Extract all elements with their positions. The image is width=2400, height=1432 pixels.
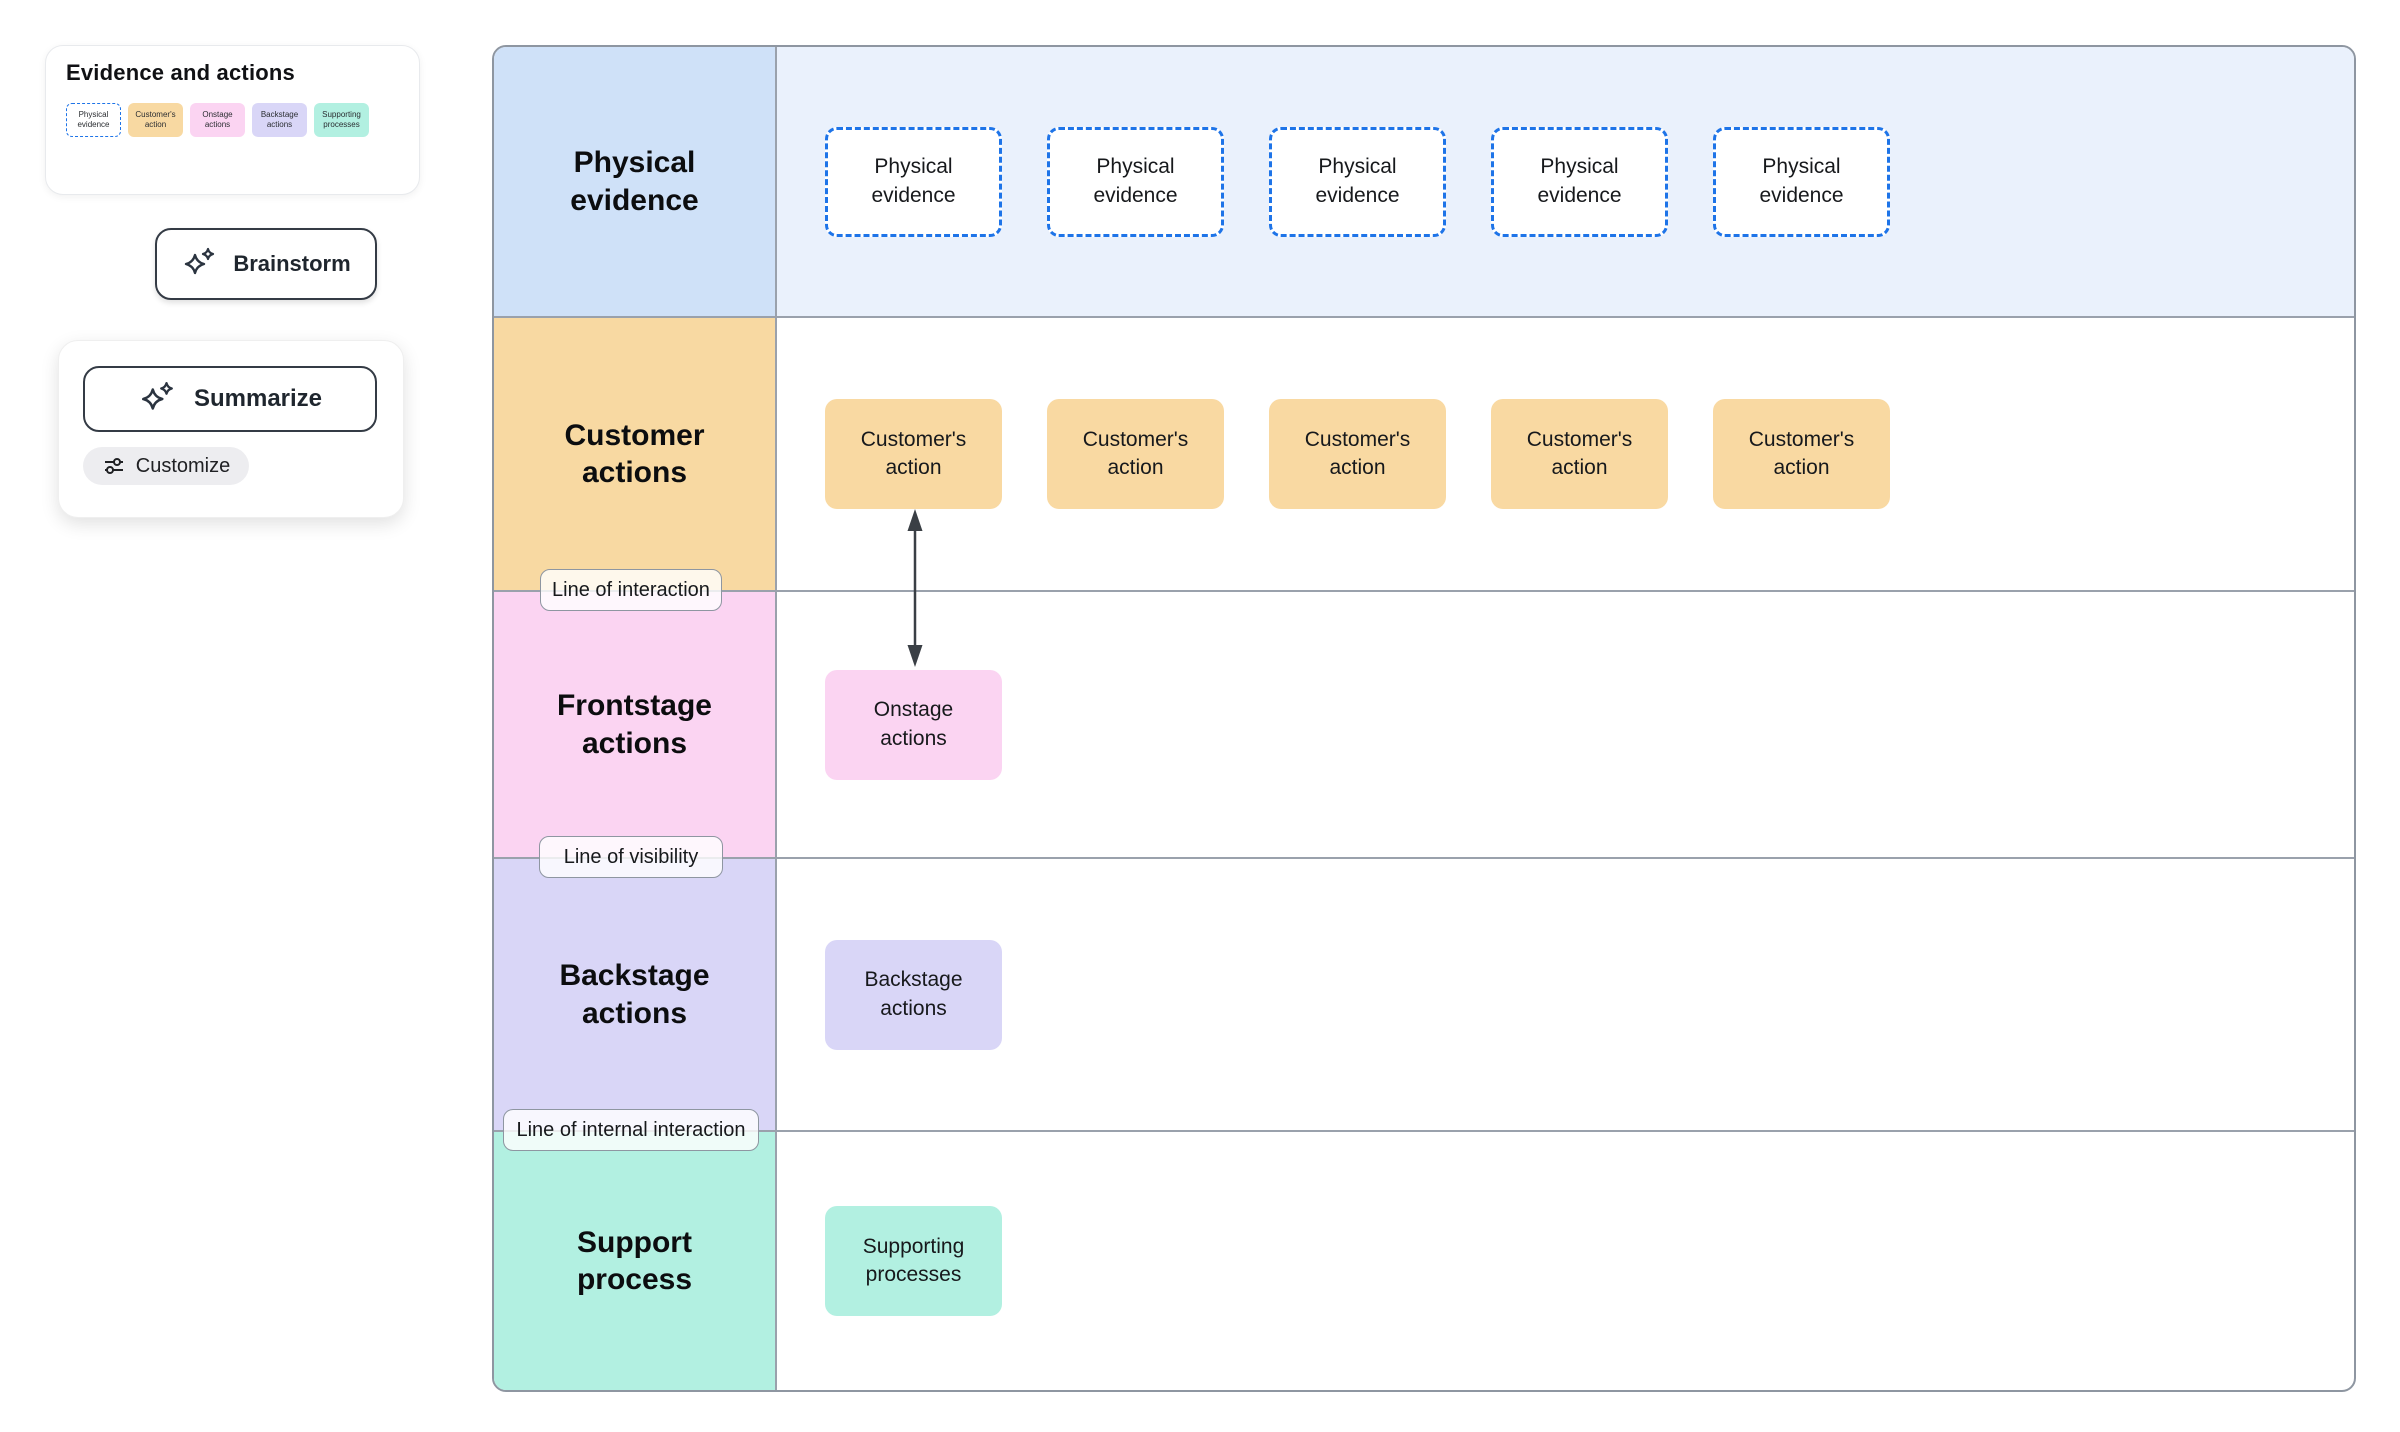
customers-action-box[interactable]: Customer's action xyxy=(825,399,1002,509)
chip-onstage-actions[interactable]: Onstage actions xyxy=(190,103,245,137)
sparkle-icon xyxy=(185,247,215,275)
panel-title: Evidence and actions xyxy=(66,60,295,85)
summarize-label: Summarize xyxy=(193,385,323,412)
row-content-support-process: Supporting processes xyxy=(777,1132,2354,1390)
row-content-frontstage-actions: Onstage actions xyxy=(777,592,2354,857)
tune-icon xyxy=(104,458,123,474)
row-header-backstage-actions[interactable]: Backstage actions xyxy=(494,859,777,1130)
chip-supporting-processes[interactable]: Supporting processes xyxy=(314,103,369,137)
customers-action-box[interactable]: Customer's action xyxy=(1491,399,1668,509)
customers-action-box[interactable]: Customer's action xyxy=(1713,399,1890,509)
row-content-physical-evidence: Physical evidence Physical evidence Phys… xyxy=(777,47,2354,316)
backstage-actions-box[interactable]: Backstage actions xyxy=(825,939,1002,1050)
brainstorm-label: Brainstorm xyxy=(233,251,351,276)
onstage-actions-box[interactable]: Onstage actions xyxy=(825,669,1002,780)
summarize-card: Summarize Customize xyxy=(58,340,404,518)
evidence-and-actions-panel: Evidence and actions Physical evidence C… xyxy=(45,45,420,195)
row-header-frontstage-actions[interactable]: Frontstage actions xyxy=(494,592,777,857)
line-of-visibility-label[interactable]: Line of visibility xyxy=(539,836,723,878)
line-of-internal-interaction-label[interactable]: Line of internal interaction xyxy=(503,1109,759,1151)
physical-evidence-box[interactable]: Physical evidence xyxy=(1269,126,1446,237)
customers-action-box[interactable]: Customer's action xyxy=(1269,399,1446,509)
row-physical-evidence: Physical evidence Physical evidence Phys… xyxy=(494,47,2354,316)
row-content-backstage-actions: Backstage actions xyxy=(777,859,2354,1130)
row-support-process: Support process Supporting processes xyxy=(494,1130,2354,1390)
row-content-customer-actions: Customer's action Customer's action Cust… xyxy=(777,318,2354,590)
stencil-chip-row: Physical evidence Customer's action Onst… xyxy=(66,103,399,137)
supporting-processes-box[interactable]: Supporting processes xyxy=(825,1206,1002,1316)
sparkle-icon xyxy=(141,382,173,410)
row-backstage-actions: Backstage actions Backstage actions xyxy=(494,857,2354,1130)
chip-backstage-actions[interactable]: Backstage actions xyxy=(252,103,307,137)
physical-evidence-box[interactable]: Physical evidence xyxy=(1491,126,1668,237)
row-frontstage-actions: Frontstage actions Onstage actions xyxy=(494,590,2354,857)
row-customer-actions: Customer actions Customer's action Custo… xyxy=(494,316,2354,590)
row-header-customer-actions[interactable]: Customer actions xyxy=(494,318,777,590)
customize-label: Customize xyxy=(135,454,231,477)
row-header-physical-evidence[interactable]: Physical evidence xyxy=(494,47,777,316)
row-header-support-process[interactable]: Support process xyxy=(494,1132,777,1390)
service-blueprint-table: Physical evidence Physical evidence Phys… xyxy=(492,45,2356,1392)
customers-action-box[interactable]: Customer's action xyxy=(1047,399,1224,509)
summarize-button[interactable]: Summarize xyxy=(83,366,377,432)
double-arrow-connector[interactable] xyxy=(898,508,932,668)
chip-customers-action[interactable]: Customer's action xyxy=(128,103,183,137)
physical-evidence-box[interactable]: Physical evidence xyxy=(1713,126,1890,237)
line-of-interaction-label[interactable]: Line of interaction xyxy=(540,569,722,611)
physical-evidence-box[interactable]: Physical evidence xyxy=(1047,126,1224,237)
physical-evidence-box[interactable]: Physical evidence xyxy=(825,126,1002,237)
brainstorm-button[interactable]: Brainstorm xyxy=(155,228,377,300)
chip-physical-evidence[interactable]: Physical evidence xyxy=(66,103,121,137)
customize-button[interactable]: Customize xyxy=(83,447,249,485)
